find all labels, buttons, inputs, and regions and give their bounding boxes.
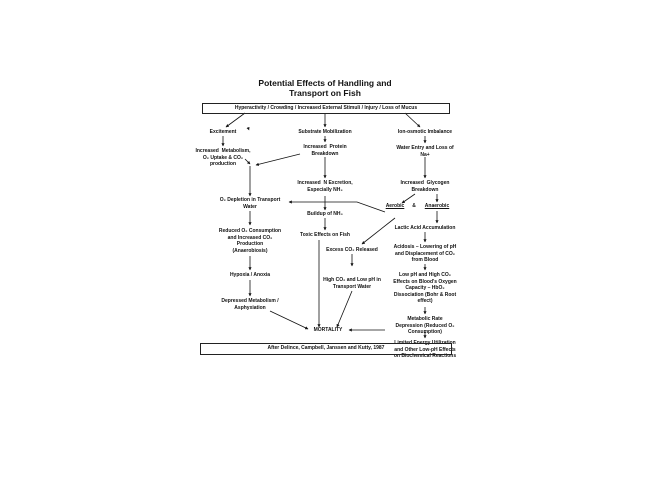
node-lactic-acid: Lactic Acid Accumulation [394,225,456,231]
arrow-aerobic-to-o2-depletion [288,200,386,213]
node-buildup-nh3: Buildup of NH₃ [307,211,343,217]
arrow-depressed-to-mortality [269,310,309,330]
node-substrate: Substrate Mobilization [298,129,352,135]
node-n-excretion: Increased N Excretion, Especially NH₃ [297,180,353,193]
arrow-protein-to-merge [255,153,301,166]
node-metabolic-rate: Metabolic Rate Depression (Reduced O₂ Co… [395,316,455,335]
node-metabolism: Increased Metabolism, O₂ Uptake & CO₂ pr… [195,148,251,167]
arrow-to-excitement [225,112,246,128]
node-o2-depletion: O₂ Depletion in Transport Water [219,197,281,210]
ampersand: & [412,203,416,209]
arrow-acidosis-to-excess-co2 [361,217,396,245]
node-protein: Increased Protein Breakdown [303,144,347,157]
top-causes-box: Hyperactivity / Crowding / Increased Ext… [202,103,450,114]
node-excitement: Excitement [209,129,237,135]
arrow-metabolism-to-merge [244,158,251,165]
arrow-to-ion [404,112,421,128]
arrow-to-aerobic [401,193,416,204]
node-aerobic: Aerobic [385,203,405,209]
node-reduced-o2: Reduced O₂ Consumption and Increased CO₂… [218,228,282,254]
citation-box: After Delince, Campbell, Janssen and Kut… [200,343,452,355]
diagram-title: Potential Effects of Handling and Transp… [258,78,392,98]
node-ion-osmotic: Ion-osmotic Imbalance [397,129,453,135]
node-excess-co2: Excess CO₂ Released [326,247,378,253]
arrow-high-co2-to-mortality [336,290,353,328]
node-toxic-effects: Toxic Effects on Fish [300,232,350,238]
node-anaerobic: Anaerobic [424,203,450,209]
node-hypoxia: Hypoxia / Anoxia [229,272,271,278]
node-high-co2: High CO₂ and Low pH in Transport Water [323,277,381,290]
node-water-entry: Water Entry and Loss of Na+ [396,145,454,158]
node-acidosis: Acidosis – Lowering of pH and Displaceme… [393,244,457,263]
node-mortality: MORTALITY [313,327,343,333]
node-low-ph: Low pH and High CO₂ Effects on Blood's O… [393,272,457,304]
node-glycogen: Increased Glycogen Breakdown [400,180,450,193]
node-depressed-metabolism: Depressed Metabolism / Asphyxiation [221,298,279,311]
